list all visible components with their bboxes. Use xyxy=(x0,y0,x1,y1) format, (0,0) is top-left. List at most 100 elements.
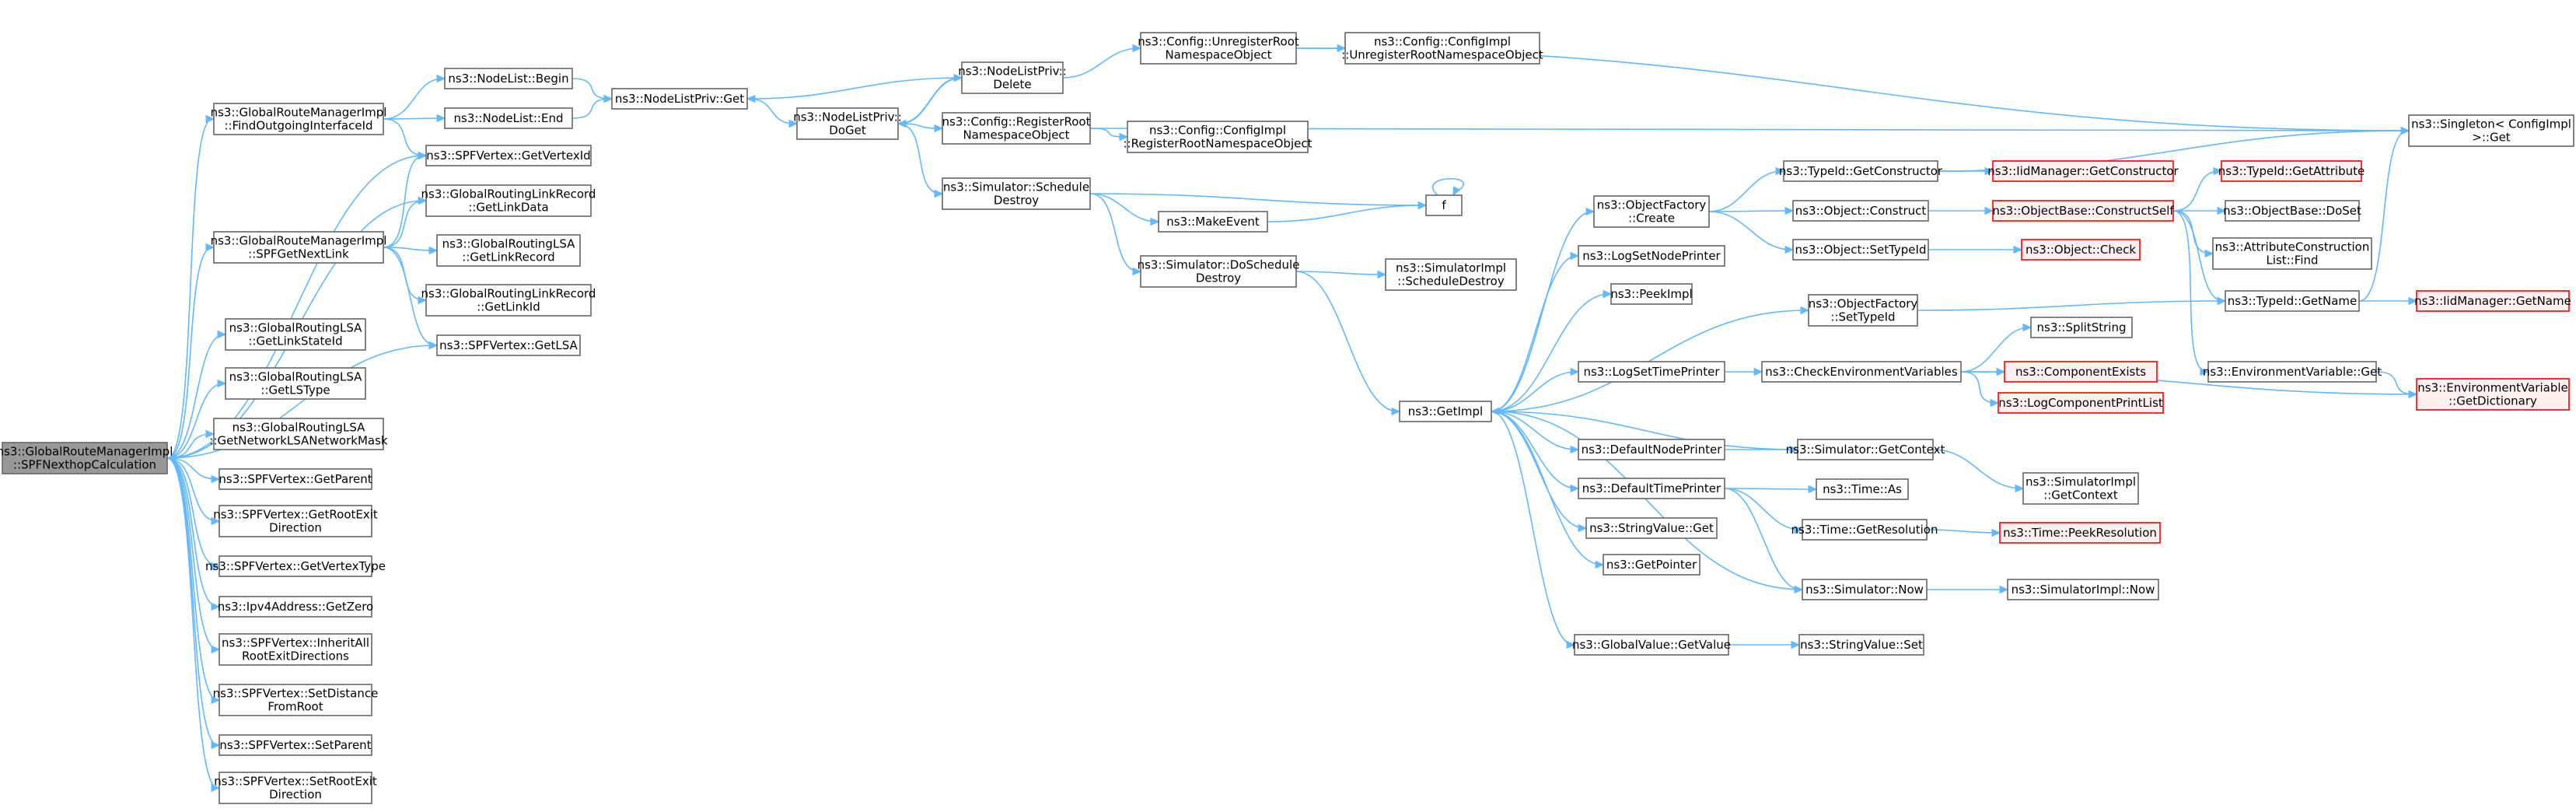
edge-objFactSetTid-to-tidGetName xyxy=(1917,296,2227,311)
node-label: ns3::ObjectBase::DoSet xyxy=(2223,204,2361,218)
node-makeEvent[interactable]: ns3::MakeEvent xyxy=(1158,211,1268,233)
node-lsaLSType[interactable]: ns3::GlobalRoutingLSA::GetLSType xyxy=(225,367,366,400)
node-logSetNode[interactable]: ns3::LogSetNodePrinter xyxy=(1578,245,1725,267)
node-label: ns3::SPFVertex::SetParent xyxy=(219,738,371,752)
node-label: ns3::GlobalValue::GetValue xyxy=(1572,638,1731,652)
node-box xyxy=(2022,472,2139,505)
node-ipv4Zero[interactable]: ns3::Ipv4Address::GetZero xyxy=(218,596,373,618)
node-objConstruct[interactable]: ns3::Object::Construct xyxy=(1792,200,1929,222)
node-getNextLink[interactable]: ns3::GlobalRouteManagerImpl::SPFGetNextL… xyxy=(211,231,387,264)
node-singletonGet[interactable]: ns3::Singleton< ConfigImpl >::Get xyxy=(2408,114,2574,147)
edge-line xyxy=(1431,177,1465,196)
node-tidGetCtor[interactable]: ns3::TypeId::GetConstructor xyxy=(1779,160,1943,182)
node-strValSet[interactable]: ns3::StringValue::Set xyxy=(1798,634,1924,656)
node-cfgUnregister[interactable]: ns3::Config::UnregisterRootNamespaceObje… xyxy=(1138,32,1299,65)
edge-arrowhead xyxy=(1585,207,1596,216)
node-cfgImplUnreg[interactable]: ns3::Config::ConfigImpl::UnregisterRootN… xyxy=(1341,32,1543,65)
node-peekImpl[interactable]: ns3::PeekImpl xyxy=(1610,283,1693,305)
node-iidGetName[interactable]: ns3::IidManager::GetName xyxy=(2414,290,2571,312)
node-lsaLinkRecord[interactable]: ns3::GlobalRoutingLSA::GetLinkRecord xyxy=(436,234,581,267)
edge-line xyxy=(1708,170,1783,212)
node-logSetTime[interactable]: ns3::LogSetTimePrinter xyxy=(1578,361,1725,383)
node-findOut[interactable]: ns3::GlobalRouteManagerImpl::FindOutgoin… xyxy=(211,103,387,135)
node-envVarGet[interactable]: ns3::EnvironmentVariable::Get xyxy=(2203,361,2382,383)
node-defTimePrinter[interactable]: ns3::DefaultTimePrinter xyxy=(1578,478,1725,499)
node-box xyxy=(218,633,372,666)
node-vGetParent[interactable]: ns3::SPFVertex::GetParent xyxy=(218,468,372,490)
node-simGetContext[interactable]: ns3::Simulator::GetContext xyxy=(1786,439,1945,460)
edge-arrowhead xyxy=(211,474,221,484)
edge-line xyxy=(1932,449,2022,489)
edge-root-to-vType xyxy=(166,457,221,571)
node-cfgRegister[interactable]: ns3::Config::RegisterRootNamespaceObject xyxy=(942,112,1091,145)
node-strValGet[interactable]: ns3::StringValue::Get xyxy=(1585,517,1718,539)
edge-line xyxy=(1089,193,1140,272)
node-lsaNetMask[interactable]: ns3::GlobalRoutingLSA::GetNetworkLSANetw… xyxy=(209,418,388,450)
node-objBaseConstruct[interactable]: ns3::ObjectBase::ConstructSelf xyxy=(1992,200,2174,222)
node-label: Destroy xyxy=(1196,271,1241,285)
node-logCompPrint[interactable]: ns3::LogComponentPrintList xyxy=(1998,392,2164,414)
edge-arrowhead xyxy=(211,695,221,705)
node-simImplNow[interactable]: ns3::SimulatorImpl::Now xyxy=(2007,579,2159,600)
node-box xyxy=(961,61,1064,94)
node-iidGetCtor[interactable]: ns3::IidManager::GetConstructor xyxy=(1987,160,2179,182)
node-lrLinkId[interactable]: ns3::GlobalRoutingLinkRecord::GetLinkId xyxy=(421,284,596,317)
node-vGetLSA[interactable]: ns3::SPFVertex::GetLSA xyxy=(436,334,581,356)
node-objFactCreate[interactable]: ns3::ObjectFactory::Create xyxy=(1593,195,1710,228)
edge-line xyxy=(2358,130,2408,302)
edge-line xyxy=(571,98,611,119)
node-tidGetAttr[interactable]: ns3::TypeId::GetAttribute xyxy=(2218,160,2365,182)
node-gvGetValue[interactable]: ns3::GlobalValue::GetValue xyxy=(1572,634,1731,656)
node-label: ns3::Config::ConfigImpl xyxy=(1374,35,1511,49)
node-simNow[interactable]: ns3::Simulator::Now xyxy=(1802,579,1928,600)
node-getPointer[interactable]: ns3::GetPointer xyxy=(1603,554,1700,576)
node-envVarDict[interactable]: ns3::EnvironmentVariable::GetDictionary xyxy=(2416,378,2570,411)
node-timeGetRes[interactable]: ns3::Time::GetResolution xyxy=(1791,519,1938,541)
node-checkEnv[interactable]: ns3::CheckEnvironmentVariables xyxy=(1761,361,1962,383)
node-cfgImplReg[interactable]: ns3::Config::ConfigImpl::RegisterRootNam… xyxy=(1124,121,1312,153)
node-tidGetName[interactable]: ns3::TypeId::GetName xyxy=(2225,290,2360,312)
edge-arrowhead xyxy=(211,740,221,750)
node-label: ns3::DefaultNodePrinter xyxy=(1582,443,1723,457)
node-f[interactable]: f xyxy=(1425,194,1463,216)
edge-line xyxy=(383,78,444,120)
edge-arrowhead xyxy=(1794,525,1804,534)
node-objFactSetTid[interactable]: ns3::ObjectFactory::SetTypeId xyxy=(1808,294,1918,327)
node-lsaLinkState[interactable]: ns3::GlobalRoutingLSA::GetLinkStateId xyxy=(225,318,366,351)
node-nlpGet[interactable]: ns3::NodeListPriv::Get xyxy=(611,88,748,110)
node-compExists[interactable]: ns3::ComponentExists xyxy=(2004,361,2158,383)
node-splitString[interactable]: ns3::SplitString xyxy=(2030,317,2133,338)
node-nlpDoGet[interactable]: ns3::NodeListPriv::DoGet xyxy=(793,107,902,140)
node-lrLinkData[interactable]: ns3::GlobalRoutingLinkRecord::GetLinkDat… xyxy=(421,184,596,217)
edge-cfgRegister-to-cfgImplReg xyxy=(1089,128,1129,142)
node-getImpl[interactable]: ns3::GetImpl xyxy=(1399,401,1492,422)
edge-line xyxy=(1491,293,1610,412)
node-nlEnd[interactable]: ns3::NodeList::End xyxy=(444,107,573,129)
node-label: ::GetNetworkLSANetworkMask xyxy=(209,434,387,448)
node-simSchedDestroy[interactable]: ns3::Simulator::ScheduleDestroy xyxy=(942,177,1091,210)
node-simImplGetCtx[interactable]: ns3::SimulatorImpl::GetContext xyxy=(2022,472,2139,505)
node-vSetParent[interactable]: ns3::SPFVertex::SetParent xyxy=(218,734,372,756)
node-objBaseDoSet[interactable]: ns3::ObjectBase::DoSet xyxy=(2223,200,2361,222)
node-timePeekRes[interactable]: ns3::Time::PeekResolution xyxy=(1999,522,2161,544)
edge-line xyxy=(166,433,213,459)
node-nlpDelete[interactable]: ns3::NodeListPriv::Delete xyxy=(958,61,1067,94)
node-vInherit[interactable]: ns3::SPFVertex::InheritAllRootExitDirect… xyxy=(218,633,372,666)
node-objCheck[interactable]: ns3::Object::Check xyxy=(2021,239,2141,261)
node-vType[interactable]: ns3::SPFVertex::GetVertexType xyxy=(205,555,386,577)
node-label: ns3::ObjectBase::ConstructSelf xyxy=(1992,204,2174,218)
node-objSetTypeId[interactable]: ns3::Object::SetTypeId xyxy=(1792,239,1929,261)
edge-checkEnv-to-logCompPrint xyxy=(1960,371,2000,408)
node-vGetVertexId[interactable]: ns3::SPFVertex::GetVertexId xyxy=(425,145,592,166)
node-nlBegin[interactable]: ns3::NodeList::Begin xyxy=(444,68,573,89)
node-defNodePrinter[interactable]: ns3::DefaultNodePrinter xyxy=(1578,439,1725,460)
node-box xyxy=(1802,579,1928,600)
node-label: ns3::SPFVertex::GetLSA xyxy=(439,338,578,352)
node-simImplSched[interactable]: ns3::SimulatorImpl::ScheduleDestroy xyxy=(1385,258,1517,291)
node-timeAs[interactable]: ns3::Time::As xyxy=(1816,478,1909,500)
